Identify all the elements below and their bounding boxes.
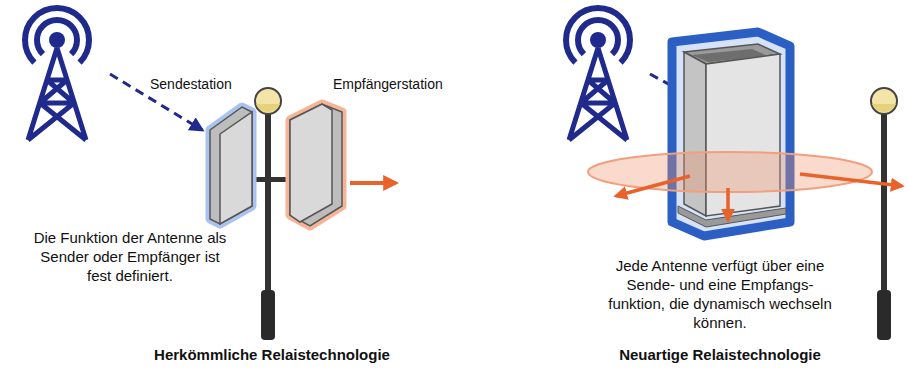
lamp-pole: [871, 88, 897, 340]
output-arrow: [726, 188, 730, 220]
receiver-label: Empfängerstation: [333, 76, 443, 92]
caption: Herkömmliche Relaistechnologie: [154, 345, 390, 364]
output-arrow: [616, 176, 690, 196]
caption: Neuartige Relaistechnologie: [619, 345, 821, 364]
sender-antenna: [210, 107, 252, 224]
note-text: Jede Antenne verfügt über eine Sende- un…: [600, 256, 840, 332]
output-arrow: [800, 174, 902, 186]
output-arrow: [350, 181, 396, 185]
dual-antenna: [672, 32, 790, 236]
station-label: Sendestation: [150, 76, 232, 92]
sender-label: Sendestation: [150, 76, 232, 92]
note-text: Die Funktion der Antenne als Sender oder…: [33, 228, 228, 285]
radio-tower: [25, 8, 89, 140]
radio-tower: [566, 8, 630, 140]
receiver-antenna: [290, 104, 342, 226]
radiation-ring: [588, 152, 872, 192]
station-label: Empfängerstation: [333, 76, 443, 92]
